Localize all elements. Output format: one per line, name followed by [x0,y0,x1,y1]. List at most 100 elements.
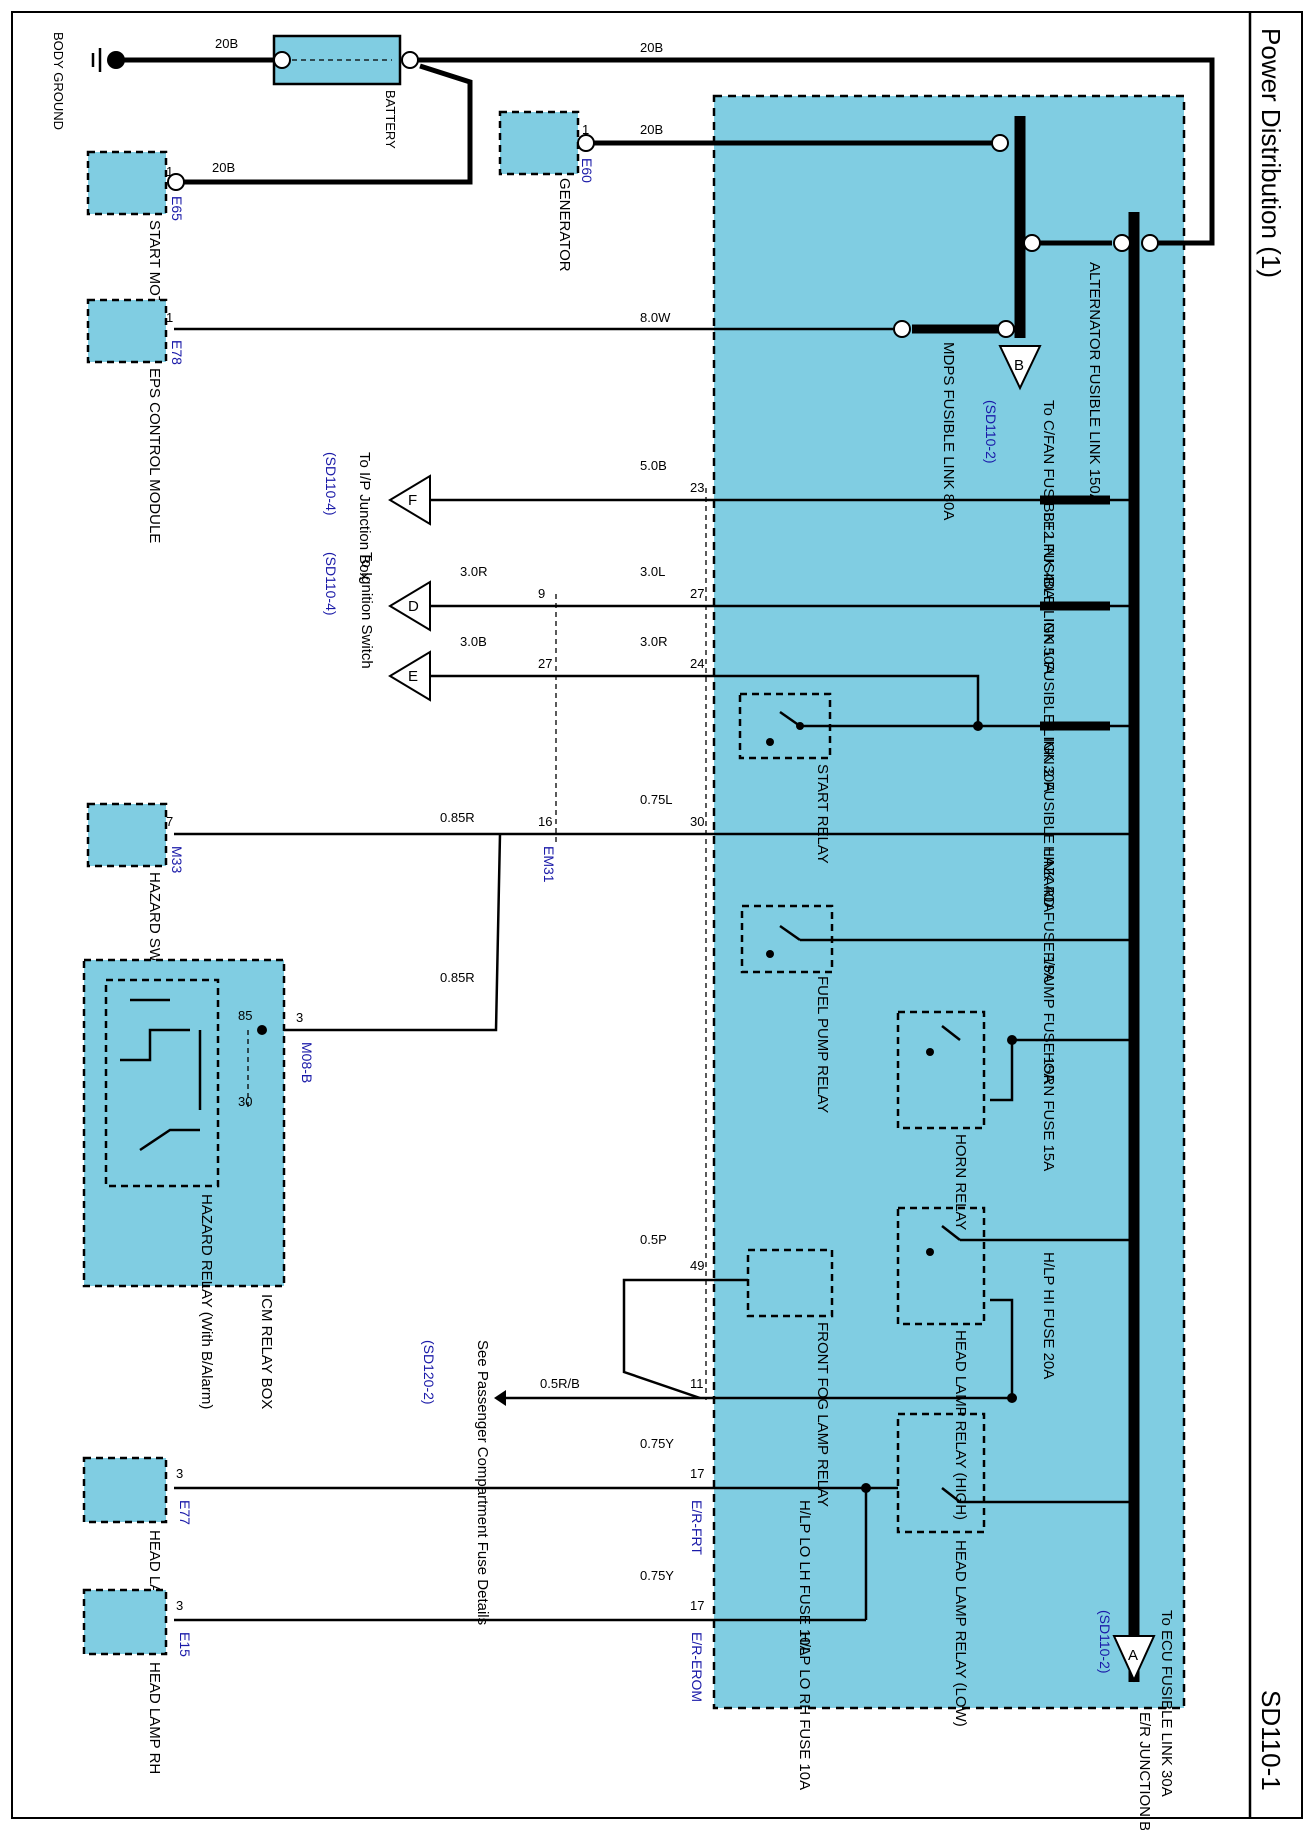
page-title: Power Distribution (1) [1256,28,1286,278]
letter-d: D [408,598,419,615]
conn-er-frt: E/R-FRT [689,1500,705,1555]
front-fog-lamp-relay [746,1248,834,1318]
start-motor-terminal [167,173,185,191]
hlp-lo-lh-fuse-label: H/LP LO LH FUSE 10A [796,1500,813,1656]
body-ground-label: BODY GROUND [51,32,66,130]
battery-positive-wire [410,57,1215,246]
hazard-relay-label: HAZARD RELAY (With B/Alarm) [198,1194,215,1409]
wire-haz-in: 0.75L [640,792,673,807]
ign-destination: To Ignition Switch [358,552,375,669]
battery-label: BATTERY [383,90,398,149]
ecu-ref: (SD110-2) [1097,1610,1113,1674]
letter-a: A [1128,1647,1138,1664]
wire-lh: 0.75Y [640,1436,674,1451]
head-lamp-rh [82,1588,168,1656]
hazard-relay-switch [139,1128,200,1152]
passenger-arrow [494,1390,506,1406]
mdps-terminal-a [997,320,1015,338]
er-junction-box-label: E/R JUNCTION BOX [1136,1712,1153,1830]
head-lamp-lh [82,1456,168,1524]
pin-27b: 27 [538,656,552,671]
hlp-hi-relay-switch [941,1225,961,1241]
passenger-junction [1007,1393,1017,1403]
fuel-pump-relay-label: FUEL PUMP RELAY [814,976,831,1113]
ecu-destination: To ECU FUSIBLE LINK 30A [1158,1610,1175,1797]
conn-e15: E15 [177,1632,193,1657]
pin-30: 30 [690,814,704,829]
conn-e78: E78 [169,340,185,365]
pin-11: 11 [690,1376,704,1391]
ip-arrow-f [388,474,431,526]
letter-b: B [1014,357,1024,374]
hazard-fuse-label: HAZARD FUSE 15A [1040,846,1057,983]
fog-wire [622,1278,701,1400]
horn-relay-switch [941,1025,961,1041]
c-fan-ref: (SD110-2) [983,400,999,464]
pin-e65: 1 [166,164,173,179]
c-fan-arrow-b [998,345,1042,391]
head-lamp-relay-high-label: HEAD LAMP RELAY (HIGH) [952,1330,969,1520]
horn-relay-label: HORN RELAY [952,1134,969,1230]
head-lamp-relay-high [896,1206,986,1326]
pin-17a: 17 [690,1466,704,1481]
b2-fuse-label: B+2 FUSIBLE LINK 50A [1040,512,1057,674]
eps-control-module [86,298,168,364]
pin-3-e15: 3 [176,1598,183,1613]
wire-start: 20B [212,160,235,175]
pin-17b: 17 [690,1598,704,1613]
start-relay-switch [779,710,801,728]
wire-icm: 0.85R [440,970,475,985]
ecu-arrow-a [1112,1635,1156,1683]
head-lamp-rh-label: HEAD LAMP RH [146,1662,163,1774]
ground-point [107,51,125,69]
conn-m33: M33 [169,846,185,873]
ign2-out-wire [430,674,980,726]
hlp-hi-relay-contact [926,1248,934,1256]
pin-85: 85 [238,1008,252,1023]
hazard-switch [86,802,168,868]
pin-e78: 1 [166,310,173,325]
wire-gen: 20B [640,122,663,137]
alternator-fuse-label: ALTERNATOR FUSIBLE LINK 150A [1086,262,1103,504]
pin-3-m08: 3 [296,1010,303,1025]
icm-wire [282,833,502,1032]
start-relay-contact [796,722,804,730]
alternator-link-terminal-a [1113,234,1131,252]
start-motor [86,150,168,216]
hazard-relay [104,978,220,1188]
alternator-link-terminal-b [1023,234,1041,252]
horn-relay-contact [926,1048,934,1056]
horn-junction [1007,1035,1017,1045]
head-lamp-relay-low-label: HEAD LAMP RELAY (LOW) [952,1540,969,1727]
start-motor-wire [182,63,473,185]
wire-rh: 0.75Y [640,1568,674,1583]
conn-er-erom: E/R-EROM [689,1632,705,1702]
fog-relay-label: FRONT FOG LAMP RELAY [814,1322,831,1507]
page-code: SD110-1 [1256,1690,1286,1791]
conn-e65: E65 [169,196,185,221]
conn-m08b: M08-B [299,1042,315,1083]
horn-relay-feed [990,1040,1014,1102]
ip-destination: To I/P Junction Box [356,452,373,581]
generator-label: GENERATOR [556,178,573,272]
conn-em31: EM31 [541,846,557,883]
mdps-terminal-b [893,320,911,338]
ign2-junction [973,721,983,731]
hlp-hi-coil-feed [990,1298,1014,1398]
ip-ref: (SD110-4) [323,452,339,516]
hazard-relay-coil [120,1028,190,1062]
wire-bat-pos: 20B [640,40,663,55]
fpump-fuse-label: F/PUMP FUSE 15A [1040,952,1057,1083]
eps-label: EPS CONTROL MODULE [146,368,163,543]
pin-16: 16 [538,814,552,829]
icm-relay-box [82,958,286,1288]
ign-arrow-d [388,580,431,632]
ign-arrow-e [388,650,431,702]
hlp-lo-rh-fuse-label: H/LP LO RH FUSE 10A [796,1632,813,1790]
pin-27a: 27 [690,586,704,601]
pin-30r: 30 [238,1094,252,1109]
passenger-destination: See Passenger Compartment Fuse Details [474,1340,491,1625]
conn-e77: E77 [177,1500,193,1525]
bus-terminal [1141,234,1159,252]
